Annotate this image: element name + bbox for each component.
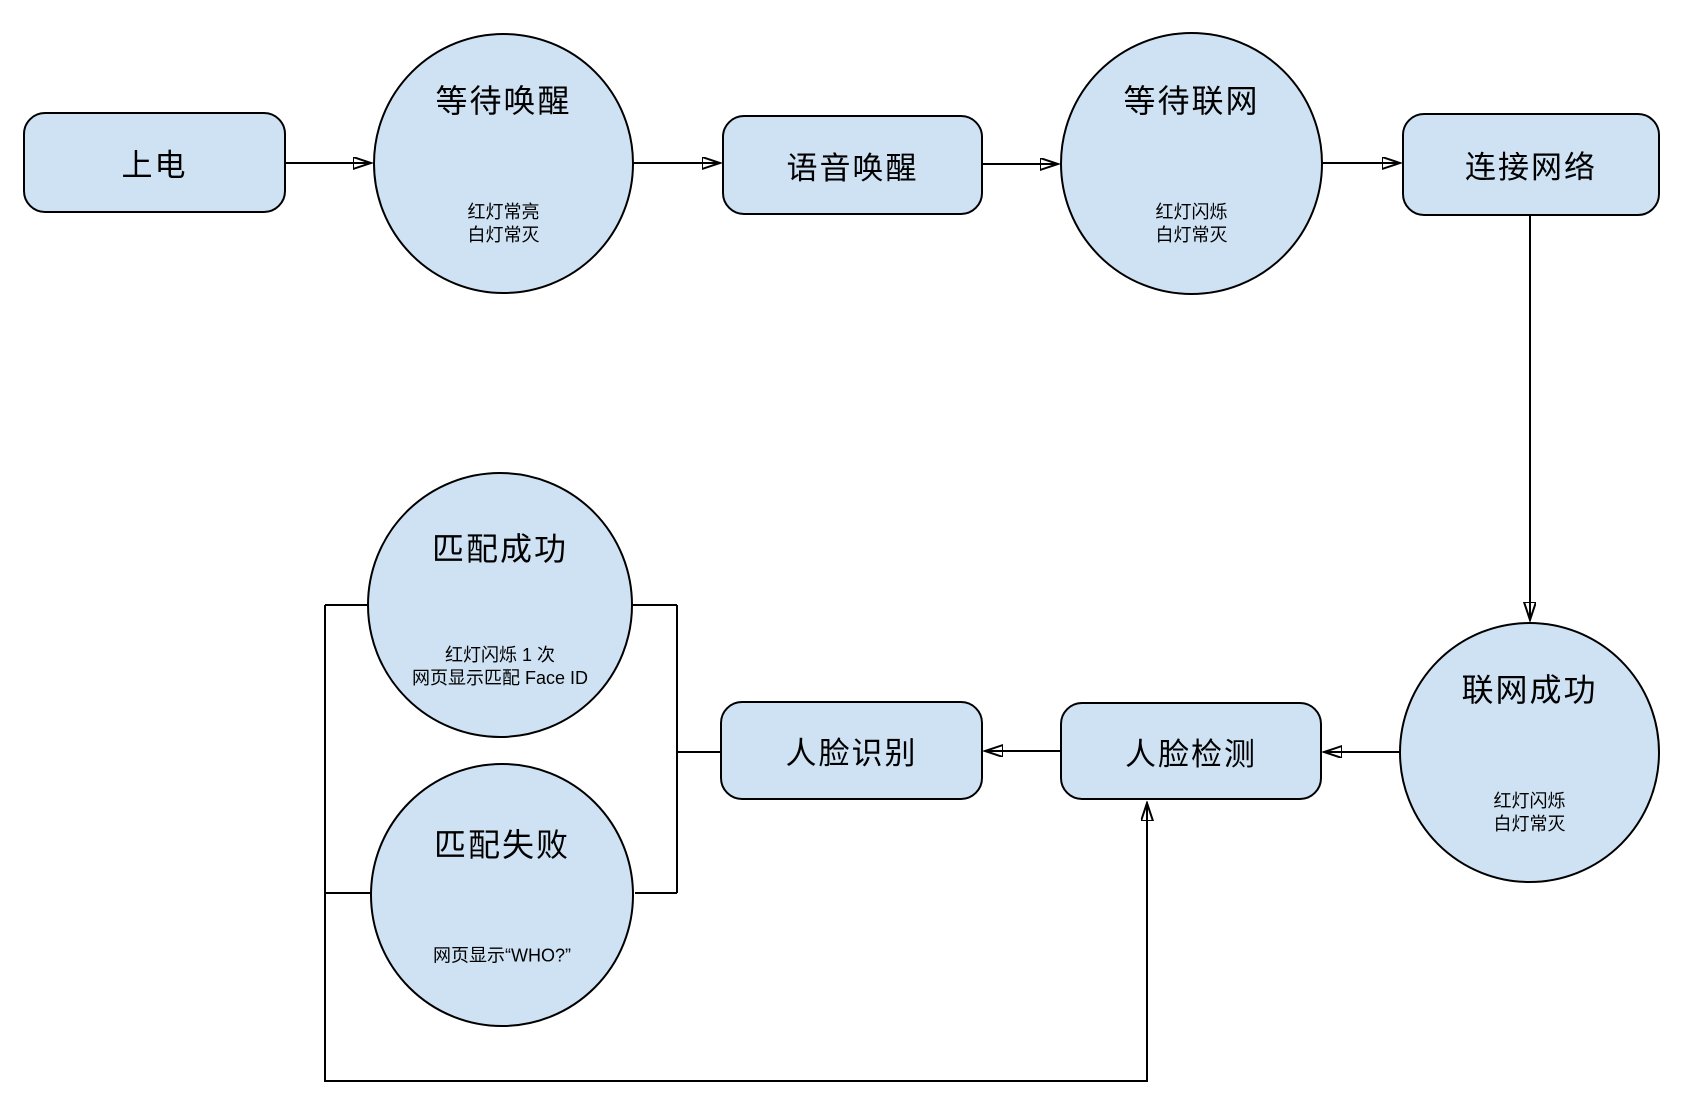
node-face-recognize-label: 人脸识别 <box>785 736 918 771</box>
node-power-on-label: 上电 <box>121 148 188 183</box>
subtext-line: 网页显示匹配 Face ID <box>411 667 589 688</box>
edge-face-recognize-to-match-results-fork <box>633 604 720 894</box>
node-voice-wake-label: 语音唤醒 <box>786 150 919 186</box>
node-connect-network: 连接网络 <box>1402 113 1660 216</box>
node-match-fail-subtext: 网页显示“WHO?” <box>372 945 632 968</box>
node-wait-wake-label: 等待唤醒 <box>435 83 572 120</box>
subtext-line: 红灯闪烁 <box>1155 202 1228 223</box>
subtext-line: 红灯常亮 <box>467 201 540 222</box>
edge-match-results-loop-to-face-detect <box>324 604 1147 1082</box>
node-face-recognize: 人脸识别 <box>720 701 983 800</box>
node-face-detect: 人脸检测 <box>1060 702 1322 800</box>
node-match-fail-label: 匹配失败 <box>433 827 570 863</box>
node-wait-wake: 等待唤醒 红灯常亮 白灯常灭 <box>373 33 634 294</box>
node-power-on: 上电 <box>23 112 286 213</box>
subtext-line: 白灯常灭 <box>1493 813 1566 834</box>
subtext-line: 红灯闪烁 <box>1493 790 1566 811</box>
subtext-line: 白灯常灭 <box>1155 225 1228 246</box>
node-wait-network-label: 等待联网 <box>1123 82 1260 119</box>
node-face-detect-label: 人脸检测 <box>1125 736 1257 772</box>
node-wait-network: 等待联网 红灯闪烁 白灯常灭 <box>1060 32 1323 295</box>
node-network-success-label: 联网成功 <box>1461 672 1598 709</box>
node-match-success-label: 匹配成功 <box>431 531 568 568</box>
node-match-success: 匹配成功 红灯闪烁 1 次 网页显示匹配 Face ID <box>367 472 633 738</box>
node-wait-network-subtext: 红灯闪烁 白灯常灭 <box>1062 201 1321 247</box>
node-match-success-subtext: 红灯闪烁 1 次 网页显示匹配 Face ID <box>369 644 631 690</box>
node-network-success: 联网成功 红灯闪烁 白灯常灭 <box>1399 622 1660 883</box>
node-match-fail: 匹配失败 网页显示“WHO?” <box>370 763 634 1027</box>
node-network-success-subtext: 红灯闪烁 白灯常灭 <box>1401 790 1658 836</box>
subtext-line: 红灯闪烁 1 次 <box>444 644 555 665</box>
node-connect-network-label: 连接网络 <box>1465 150 1597 185</box>
node-wait-wake-subtext: 红灯常亮 白灯常灭 <box>375 201 632 247</box>
node-voice-wake: 语音唤醒 <box>722 115 983 215</box>
subtext-line: 白灯常灭 <box>467 224 540 245</box>
subtext-line: 网页显示“WHO?” <box>433 945 571 966</box>
